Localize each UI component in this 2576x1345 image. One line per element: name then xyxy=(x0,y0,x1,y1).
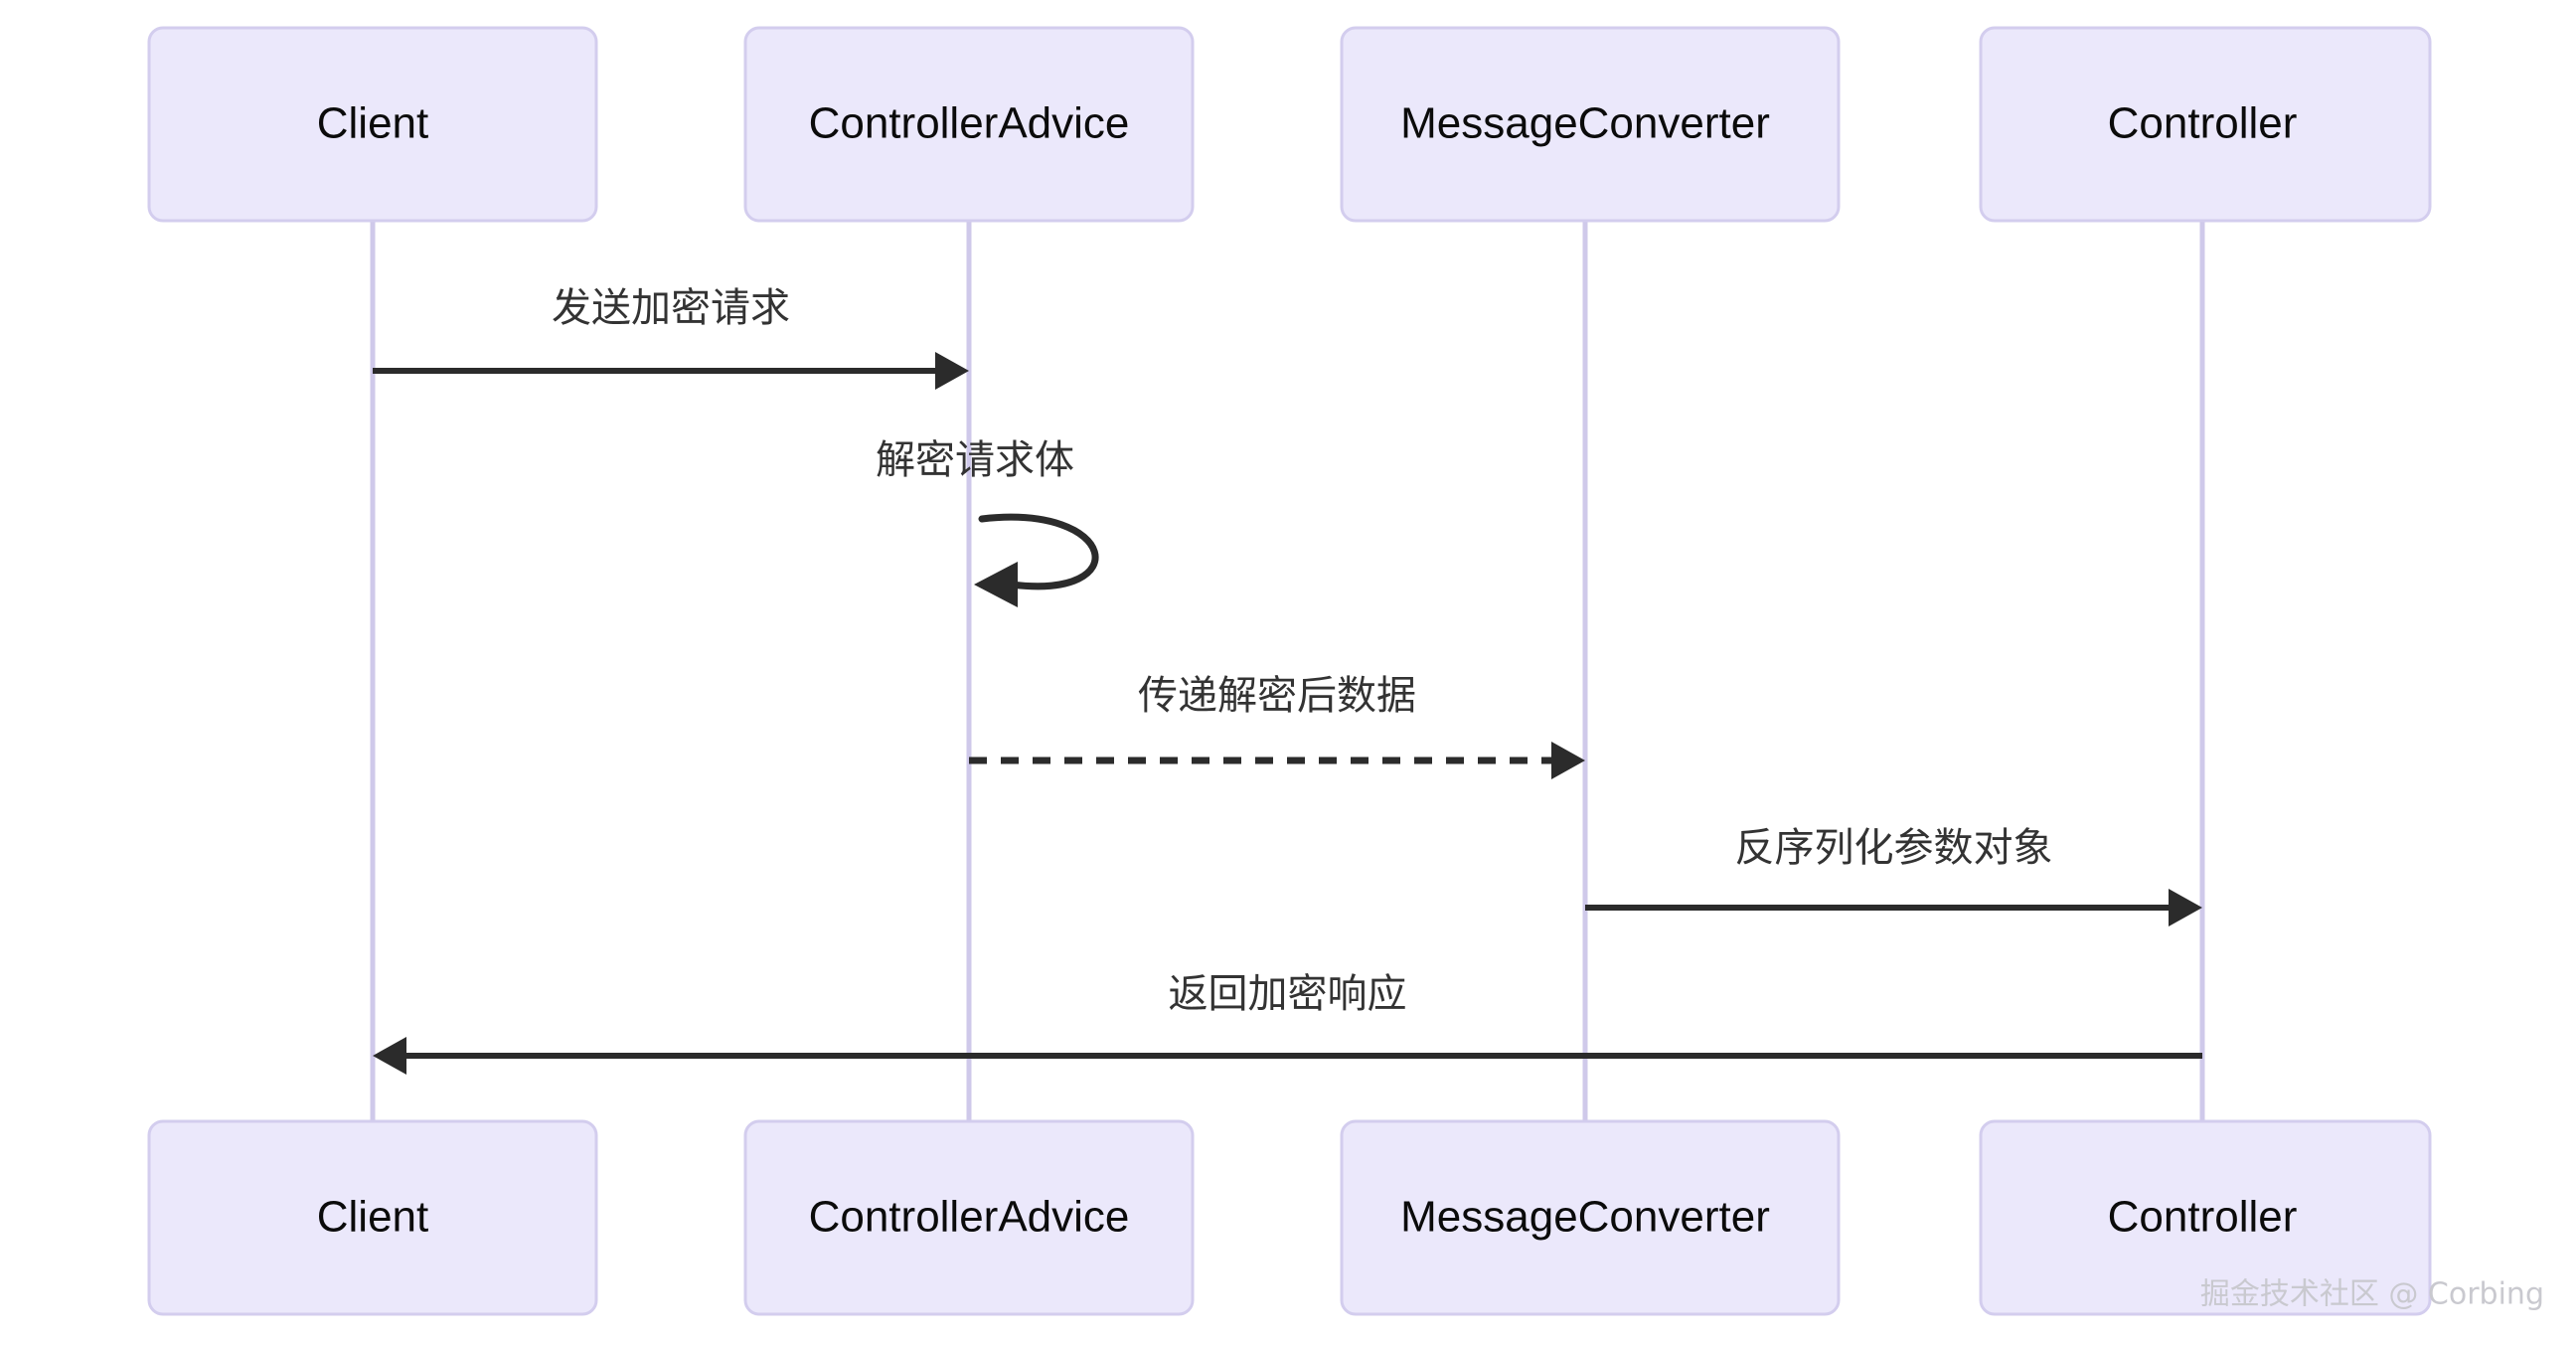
actor-client-top[interactable]: Client xyxy=(147,26,598,223)
actor-message-converter-bottom[interactable]: MessageConverter xyxy=(1340,1119,1841,1316)
actor-box-message-converter-top[interactable] xyxy=(1340,26,1841,223)
actor-box-controller-advice-bottom[interactable] xyxy=(743,1119,1195,1316)
actor-box-client-bottom[interactable] xyxy=(147,1119,598,1316)
message-label-m4: 反序列化参数对象 xyxy=(1735,825,2053,871)
actor-label-controller-advice-top: ControllerAdvice xyxy=(809,99,1130,148)
message-label-m2: 解密请求体 xyxy=(876,437,1074,483)
arrow-head-m5 xyxy=(373,1037,406,1075)
arrow-head-m2 xyxy=(974,562,1018,607)
actor-boxes-top: Client ControllerAdvice MessageConverter Co… xyxy=(147,26,2432,223)
message-label-m5: 返回加密响应 xyxy=(1169,971,1407,1017)
actor-label-controller-top: Controller xyxy=(2108,99,2298,148)
message-m2[interactable]: 解密请求体 xyxy=(876,437,1099,607)
message-label-m1: 发送加密请求 xyxy=(552,285,790,331)
message-m4[interactable]: 反序列化参数对象 xyxy=(1585,825,2202,926)
message-m5[interactable]: 返回加密响应 xyxy=(373,971,2202,1075)
watermark-text: 掘金技术社区 @ Corbing xyxy=(2200,1277,2544,1312)
actor-label-message-converter-top: MessageConverter xyxy=(1400,99,1770,148)
self-loop-path-m2 xyxy=(978,513,1099,590)
actor-message-converter-top[interactable]: MessageConverter xyxy=(1340,26,1841,223)
actor-controller-advice-top[interactable]: ControllerAdvice xyxy=(743,26,1195,223)
message-m1[interactable]: 发送加密请求 xyxy=(373,285,969,390)
message-m3[interactable]: 传递解密后数据 xyxy=(969,673,1585,779)
actor-controller-top[interactable]: Controller xyxy=(1979,26,2432,223)
actor-controller-bottom[interactable]: Controller xyxy=(1979,1119,2432,1316)
actor-box-client-top[interactable] xyxy=(147,26,598,223)
arrow-head-m3 xyxy=(1551,742,1585,779)
actor-box-controller-bottom[interactable] xyxy=(1979,1119,2432,1316)
arrow-head-m1 xyxy=(935,352,969,390)
actor-label-controller-advice-bottom: ControllerAdvice xyxy=(809,1193,1130,1242)
watermark: 掘金技术社区 @ Corbing xyxy=(2200,1277,2544,1312)
actor-box-message-converter-bottom[interactable] xyxy=(1340,1119,1841,1316)
actor-client-bottom[interactable]: Client xyxy=(147,1119,598,1316)
message-label-m3: 传递解密后数据 xyxy=(1138,673,1416,719)
arrow-head-m4 xyxy=(2169,889,2202,926)
actor-box-controller-top[interactable] xyxy=(1979,26,2432,223)
actor-box-controller-advice-top[interactable] xyxy=(743,26,1195,223)
actor-label-client-top: Client xyxy=(317,99,429,148)
actor-boxes-bottom: Client ControllerAdvice MessageConverter Co… xyxy=(147,1119,2432,1316)
actor-label-controller-bottom: Controller xyxy=(2108,1193,2298,1242)
actor-controller-advice-bottom[interactable]: ControllerAdvice xyxy=(743,1119,1195,1316)
actor-label-client-bottom: Client xyxy=(317,1193,429,1242)
actor-label-message-converter-bottom: MessageConverter xyxy=(1400,1193,1770,1242)
